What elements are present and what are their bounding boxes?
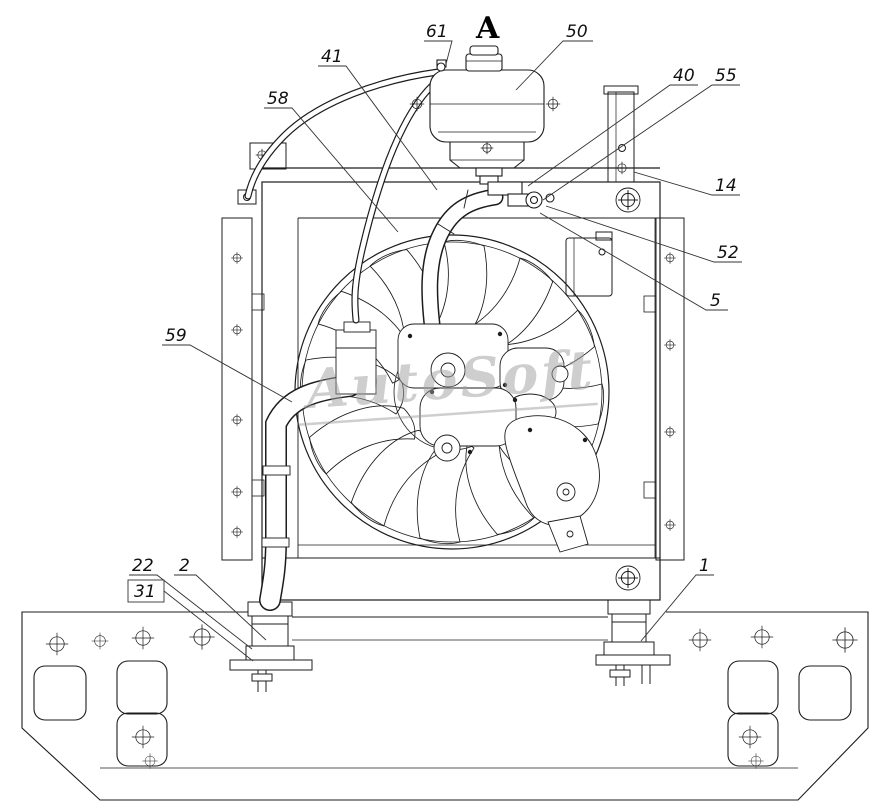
bolt-hole [831,626,859,654]
leader-22 [129,574,253,650]
strip-bolt [663,338,677,352]
callout-14: 14 [715,176,737,196]
fan-drive-assembly [335,321,600,553]
bolt-hole [750,625,774,649]
bolt-hole [131,725,155,749]
bracket-14 [603,85,639,183]
frame-bolt [617,567,639,589]
lower-housing [504,415,600,526]
left-side-strip [221,217,253,561]
callout-52: 52 [717,243,739,263]
right-side-strip [655,217,685,561]
right-vibration-mount [595,599,671,686]
tank-body [429,69,545,143]
bolt-hole [688,628,712,652]
strip-bolt [230,485,244,499]
strip-bolt [230,251,244,265]
callout-59: 59 [165,326,187,346]
hose-59 [259,375,361,611]
callout-41: 41 [321,47,343,67]
chassis-cutout [116,660,168,715]
strip-bolt [230,323,244,337]
leader-1 [640,574,714,642]
side-component-box [565,231,613,297]
vent-hoses [244,68,448,324]
callout-40: 40 [673,66,695,86]
tank-bracket [449,141,525,169]
hose-flange [335,329,377,395]
chassis-cutout [727,660,779,715]
expansion-tank [409,45,561,209]
chassis-cutout [798,665,852,721]
bolt-hole [45,632,69,656]
chassis-base [21,611,869,801]
leader-14 [633,171,740,196]
chassis-cutout [727,712,779,767]
view-label-a: A [475,11,500,46]
callout-22: 22 [132,556,154,576]
callout-55: 55 [715,66,737,86]
leader-50 [515,40,593,91]
outlet-fittings [475,167,555,209]
leader-41 [318,65,438,191]
leader-2 [174,574,267,641]
callout-61: 61 [426,22,448,42]
leader-61 [424,40,453,65]
tank-bolt [545,96,561,112]
chassis-cutout [116,712,168,767]
left-vibration-mount [229,601,313,692]
tank-cap [465,53,503,72]
radiator-frame [221,85,685,601]
bolt-hole [738,725,762,749]
callout-58: 58 [267,89,289,109]
leader-5 [539,212,728,311]
callout-2: 2 [179,556,190,576]
callout-labels: 61 A 50 41 58 40 55 14 52 5 59 22 2 31 1 [132,11,739,602]
callout-5: 5 [710,291,721,311]
leader-31 [163,590,254,662]
strip-bolt [230,525,244,539]
leader-52 [545,205,742,263]
frame-bolt [617,189,639,211]
bolt-hole [91,632,109,650]
strip-bolt [663,518,677,532]
leader-40 [527,84,698,187]
callout-1: 1 [699,556,710,576]
callout-leaders [127,40,742,662]
chassis-outline [21,611,869,801]
bolt-dots [407,331,588,455]
leader-58 [264,107,399,233]
callout-50: 50 [566,22,588,42]
leader-59 [162,344,293,403]
tank-outlet-hose [421,188,504,342]
strip-bolt [230,413,244,427]
callout-31: 31 [134,582,156,602]
bolt-hole [131,626,155,650]
strip-bolt [663,251,677,265]
strip-bolt [663,425,677,439]
chassis-cutout [33,665,87,721]
leader-55 [542,84,740,201]
